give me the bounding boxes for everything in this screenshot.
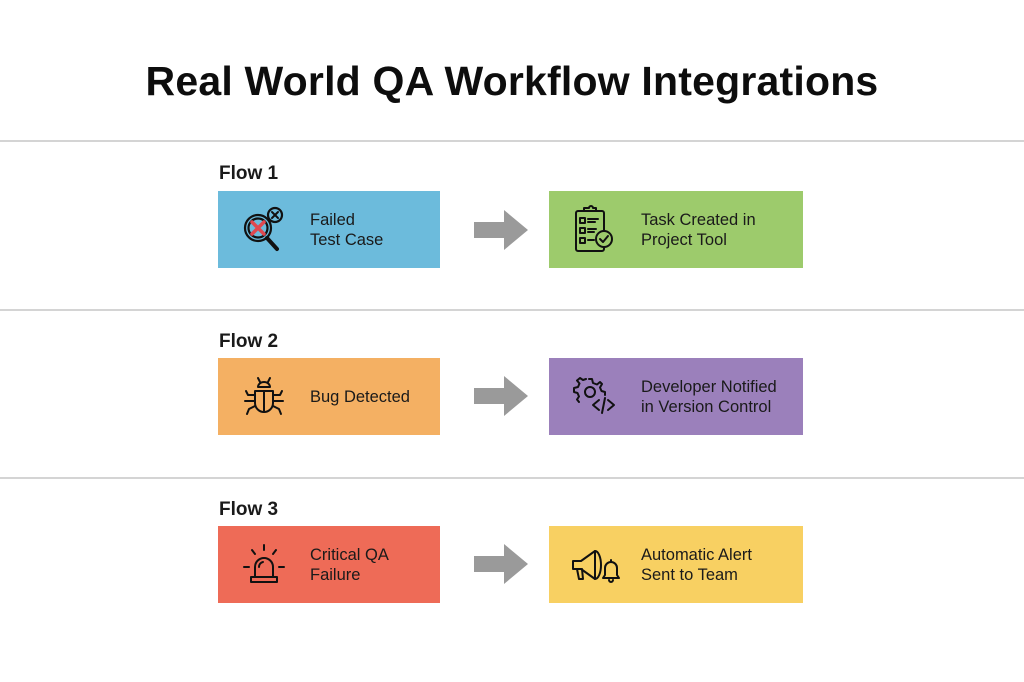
flow-1-label: Flow 1 [219,163,279,184]
flow-2-target-box: Developer Notified in Version Control [549,358,803,435]
flow-2-source-text: Bug Detected [310,387,410,406]
arrow-icon [474,210,528,250]
arrow-icon [474,376,528,416]
bug-icon [236,369,292,425]
flow-2-target-text: Developer Notified in Version Control [641,377,777,416]
flow-3-source-box: Critical QA Failure [218,526,440,603]
gear-code-icon [567,369,623,425]
arrow-icon [474,544,528,584]
flow-1-source-text: Failed Test Case [310,210,384,249]
divider [0,309,1024,311]
flow-3-source-text: Critical QA Failure [310,545,389,584]
flow-3-label: Flow 3 [219,499,279,520]
page-title: Real World QA Workflow Integrations [145,58,879,104]
flow-3-target-text: Automatic Alert Sent to Team [641,545,752,584]
divider [0,140,1024,142]
flow-2-label: Flow 2 [219,331,279,352]
flow-2-source-box: Bug Detected [218,358,440,435]
flow-1-target-box: Task Created in Project Tool [549,191,803,268]
flow-3-target-box: Automatic Alert Sent to Team [549,526,803,603]
flow-1-target-text: Task Created in Project Tool [641,210,756,249]
siren-icon [236,537,292,593]
clipboard-check-icon [567,202,623,258]
flow-1-source-box: Failed Test Case [218,191,440,268]
megaphone-bell-icon [567,537,623,593]
divider [0,477,1024,479]
magnifier-x-icon [236,202,292,258]
